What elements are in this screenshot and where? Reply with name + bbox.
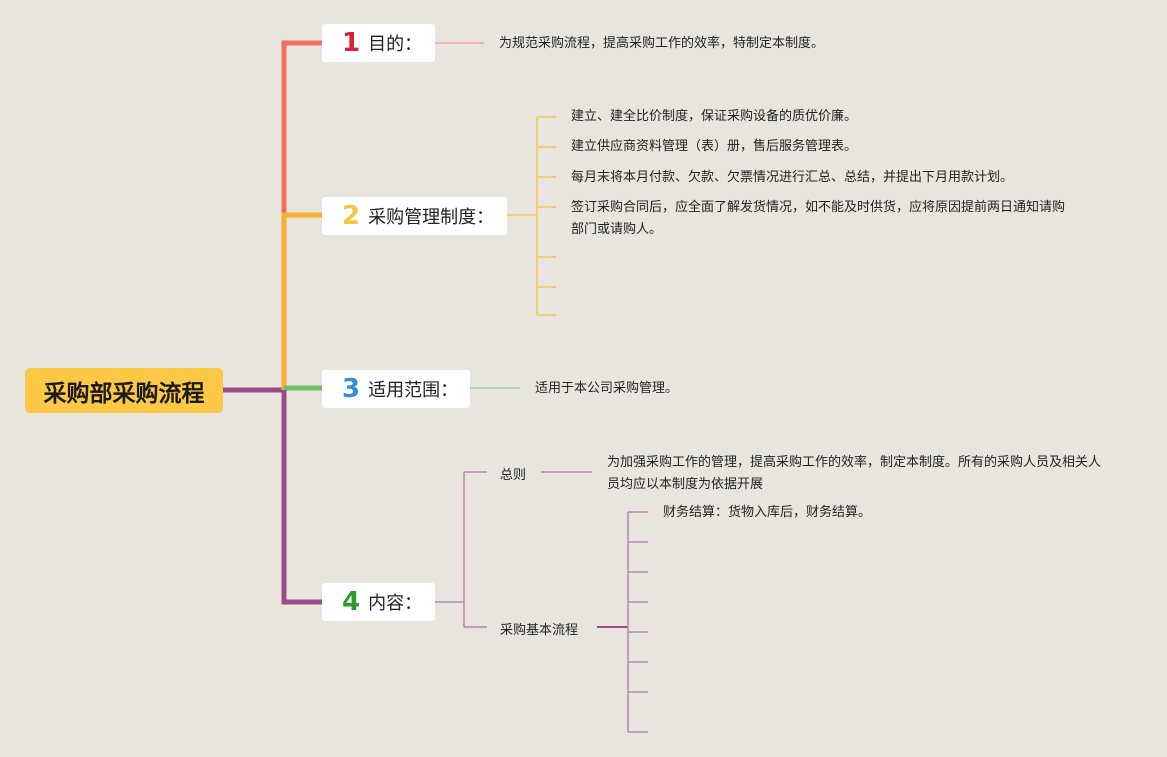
branch-label: 采购管理制度：: [368, 207, 495, 228]
management-item: 签订采购合同后，应全面了解发货情况，如不能及时供货，应将原因提前两日通知请购部门…: [571, 200, 1066, 237]
management-item: 每月末将本月付款、欠款、欠票情况进行汇总、总结，并提出下月用款计划。: [571, 170, 1014, 185]
branch-content[interactable]: 4 内容：: [322, 583, 435, 621]
branch4-connector: [281, 390, 322, 605]
purpose-text: 为规范采购流程，提高采购工作的效率，特制定本制度。: [499, 36, 825, 51]
branch-number: 4: [342, 587, 361, 617]
root-topic[interactable]: 采购部采购流程: [25, 368, 223, 413]
branch2-bracket: [507, 116, 556, 316]
branch4-bracket: [435, 471, 487, 628]
branch-number: 3: [342, 374, 361, 404]
management-item: 建立供应商资料管理（表）册，售后服务管理表。: [571, 139, 858, 154]
general-rule-text: 为加强采购工作的管理，提高采购工作的效率，制定本制度。所有的采购人员及相关人员均…: [607, 455, 1102, 492]
branch-label: 适用范围：: [368, 380, 459, 401]
branch-purpose[interactable]: 1 目的：: [322, 24, 435, 62]
management-item: 建立、建全比价制度，保证采购设备的质优价廉。: [571, 109, 858, 124]
scope-text: 适用于本公司采购管理。: [535, 381, 679, 396]
branch-label: 目的：: [368, 34, 423, 55]
root-title: 采购部采购流程: [43, 380, 205, 407]
process-item: 财务结算：货物入库后，财务结算。: [663, 505, 872, 520]
branch2-connector: [281, 212, 322, 390]
general-rule-label[interactable]: 总则: [500, 468, 527, 483]
branch-management-system[interactable]: 2 采购管理制度：: [322, 197, 507, 235]
process-bracket: [627, 511, 648, 733]
branch-number: 1: [342, 28, 361, 58]
branch-label: 内容：: [368, 593, 423, 614]
basic-process-label[interactable]: 采购基本流程: [500, 623, 579, 638]
branch-scope[interactable]: 3 适用范围：: [322, 370, 470, 408]
branch-number: 2: [342, 201, 361, 231]
